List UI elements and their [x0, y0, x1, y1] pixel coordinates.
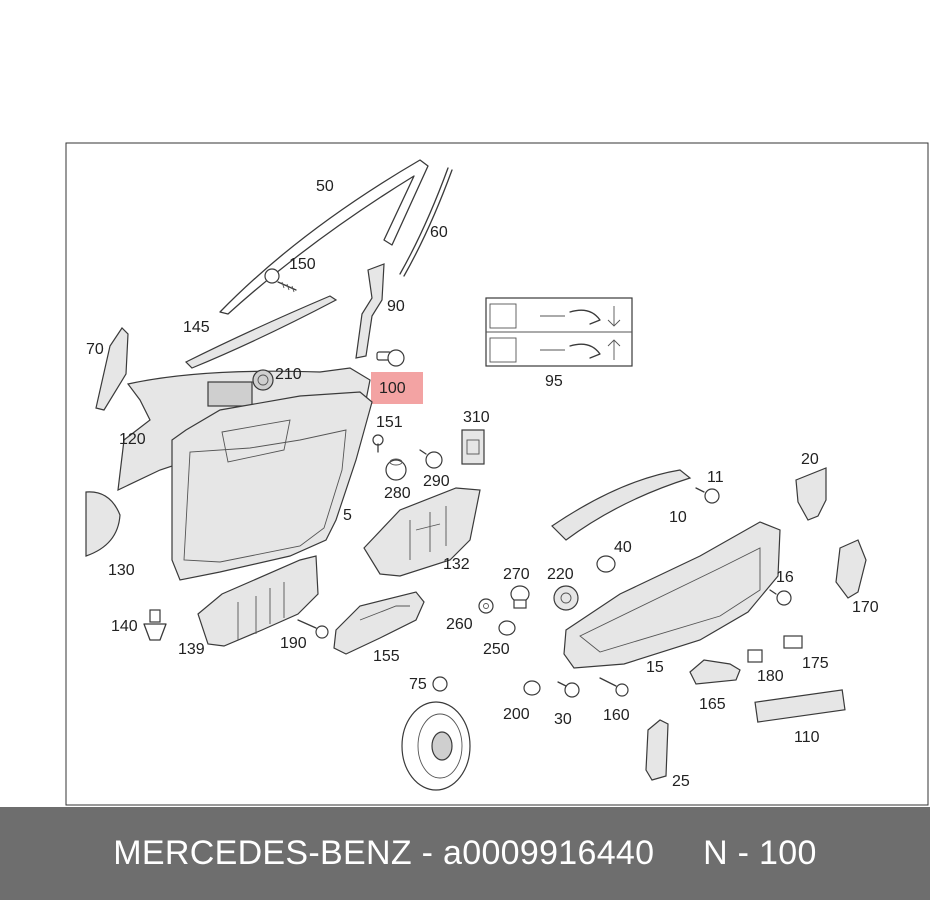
label-210: 210 [275, 366, 302, 383]
label-145: 145 [183, 319, 210, 336]
part-132-trim [363, 487, 481, 577]
part-175-bulb [783, 635, 803, 649]
footer-gap [654, 834, 703, 873]
label-180: 180 [757, 668, 784, 685]
brand-name: MERCEDES-BENZ [113, 834, 412, 872]
part-210-knob [252, 369, 274, 391]
part-150-screw [264, 268, 297, 293]
part-260-washer [478, 598, 494, 614]
label-150: 150 [289, 256, 316, 273]
part-90-bracket [355, 263, 385, 359]
label-132: 132 [443, 556, 470, 573]
part-100-clip [376, 349, 405, 367]
part-290-screw [419, 449, 443, 469]
label-15: 15 [646, 659, 664, 676]
part-70-cover [95, 327, 129, 411]
label-120: 120 [119, 431, 146, 448]
part-15-door-panel [563, 521, 781, 669]
label-25: 25 [672, 773, 690, 790]
part-60-strip [399, 167, 453, 277]
part-165-handle [689, 659, 741, 685]
label-16: 16 [776, 569, 794, 586]
label-11: 11 [707, 469, 724, 486]
label-139: 139 [178, 641, 205, 658]
part-95-label [485, 297, 633, 367]
label-90: 90 [387, 298, 405, 315]
footer-caption: MERCEDES-BENZ - a0009916440 N - 100 [0, 807, 930, 900]
label-175: 175 [802, 655, 829, 672]
part-75-nut [432, 676, 448, 692]
part-20-bracket [795, 467, 827, 521]
label-310: 310 [463, 409, 490, 426]
part-5-door-panel [171, 391, 373, 581]
label-5: 5 [343, 507, 352, 524]
label-40: 40 [614, 539, 632, 556]
speaker [401, 701, 471, 791]
label-70: 70 [86, 341, 104, 358]
label-30: 30 [554, 711, 572, 728]
part-30-screw [557, 681, 580, 698]
part-10-trim [551, 469, 692, 541]
part-270-plug [510, 585, 530, 609]
part-220-gear [553, 585, 579, 611]
label-290: 290 [423, 473, 450, 490]
part-190-screw [297, 619, 329, 639]
label-130: 130 [108, 562, 135, 579]
part-310-clip [461, 429, 485, 465]
label-151: 151 [376, 414, 403, 431]
part-200-plug [523, 680, 541, 696]
label-60: 60 [430, 224, 448, 241]
part-16-screw [769, 589, 792, 606]
label-280: 280 [384, 485, 411, 502]
part-139-switch-panel [197, 555, 319, 647]
label-75: 75 [409, 676, 427, 693]
part-50-window-seal [219, 159, 429, 315]
footer-separator: - [411, 834, 444, 872]
part-250-clip [498, 620, 516, 636]
part-145-trim [184, 295, 338, 369]
label-95: 95 [545, 373, 563, 390]
part-170-handle [835, 539, 867, 599]
footer-bar: MERCEDES-BENZ - a0009916440 N - 100 [0, 807, 930, 900]
label-155: 155 [373, 648, 400, 665]
part-11-screw [695, 487, 720, 504]
highlight-box [371, 372, 423, 404]
label-10: 10 [669, 509, 687, 526]
label-140: 140 [111, 618, 138, 635]
label-110: 110 [794, 729, 820, 746]
label-20: 20 [801, 451, 819, 468]
part-40-plug [596, 555, 616, 573]
part-130-cover [85, 491, 121, 557]
label-170: 170 [852, 599, 879, 616]
part-155-handle [333, 591, 425, 655]
panel-window-switch-recess [207, 381, 253, 407]
label-220: 220 [547, 566, 574, 583]
part-160-screw [599, 677, 629, 697]
label-100: 100 [379, 380, 406, 397]
label-250: 250 [483, 641, 510, 658]
part-25-bracket [645, 719, 669, 781]
label-270: 270 [503, 566, 530, 583]
diagram-frame [65, 142, 929, 806]
label-165: 165 [699, 696, 726, 713]
part-180-bulb [747, 649, 763, 663]
label-50: 50 [316, 178, 334, 195]
part-151-screw [372, 434, 384, 453]
position-number: N - 100 [703, 834, 817, 872]
part-280-plug [385, 458, 407, 481]
label-160: 160 [603, 707, 630, 724]
part-140-clip [143, 609, 167, 641]
label-190: 190 [280, 635, 307, 652]
label-260: 260 [446, 616, 473, 633]
part-number: a0009916440 [443, 834, 655, 872]
label-200: 200 [503, 706, 530, 723]
part-110-emblem [754, 689, 846, 723]
